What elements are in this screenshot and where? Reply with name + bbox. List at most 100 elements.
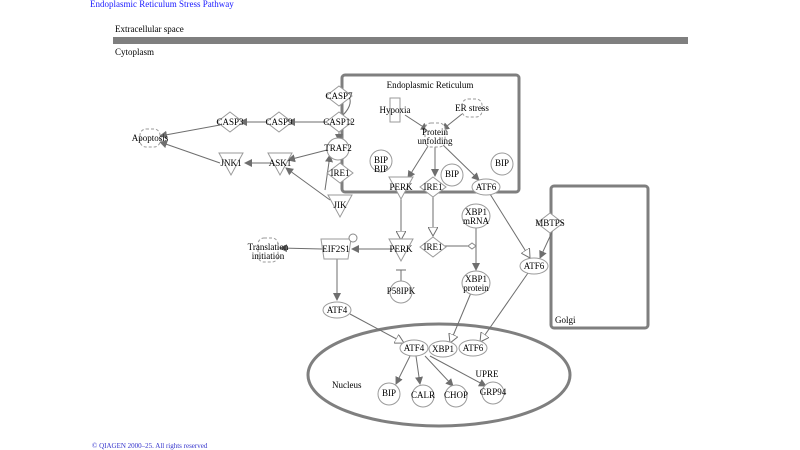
dia-shape [325,111,353,133]
pathway-title[interactable]: Endoplasmic Reticulum Stress Pathway [90,0,234,9]
edge-end [467,242,477,250]
node-calr[interactable]: CALR [411,384,435,408]
node-label: UPRE [475,369,499,379]
node-bip-nuc[interactable]: BIP [377,382,401,406]
node-atf4[interactable]: ATF4 [322,301,352,319]
node-label: CASP7 [325,91,353,101]
circ-shape [369,149,393,173]
node-label: JNK1 [220,158,241,168]
golgi-label: Golgi [555,315,576,325]
node-upre[interactable]: UPRE [475,369,499,379]
edge [450,287,474,343]
node-label: Translation [248,242,289,252]
node-atf6-golgi[interactable]: ATF6 [519,257,549,275]
node-label: Protein [422,127,448,137]
edge [404,114,429,131]
tri-shape [267,152,293,177]
node-label: XBP1 [432,344,454,354]
gear2-shape [424,122,446,148]
node-label: ER stress [455,103,489,113]
circ-shape [444,384,468,408]
node-label: unfolding [418,136,453,146]
tri-shape [388,238,414,263]
node-label: XBP1 [465,207,487,217]
node-grp94[interactable]: GRP94 [480,381,507,405]
node-label: TRAF2 [324,143,352,153]
node-casp12[interactable]: CASP12 [323,111,355,133]
circ-shape [389,280,413,304]
node-mbtps[interactable]: MBTPS [535,212,565,234]
edge [349,313,404,343]
cytoplasm-label: Cytoplasm [115,47,154,57]
gear-shape [139,128,161,148]
ell2-shape [461,203,491,229]
node-er-stress[interactable]: ER stress [455,98,489,118]
gear-shape [461,98,483,118]
tri-shape [388,176,414,201]
node-label: BIP [495,158,509,168]
node-perk-er[interactable]: PERK [388,176,414,201]
tri-shape [327,194,353,219]
node-label: ATF6 [476,182,497,192]
node-label: CASP9 [265,117,293,127]
edge [395,355,411,385]
node-label: initiation [252,251,285,261]
rect-shape [389,97,401,123]
node-label: ASK1 [269,158,292,168]
node-bip-2[interactable]: BIP [440,163,464,187]
node-label: BIP [374,155,388,165]
node-ire1[interactable]: IRE1 [419,236,447,258]
node-eif2s1[interactable]: EIF2S1 [320,238,352,260]
node-label: P58IPK [387,286,416,296]
node-atf6-nuc[interactable]: ATF6 [458,339,488,357]
edge [440,142,480,181]
edge [429,355,487,387]
ell-shape [399,339,429,357]
node-jnk1[interactable]: JNK1 [218,152,244,177]
node-label: IRE1 [331,168,350,178]
node-ire1-top[interactable]: IRE1 [326,162,354,184]
node-label: PERK [389,244,413,254]
node-perk[interactable]: PERK [388,238,414,263]
node-ask1[interactable]: ASK1 [267,152,293,177]
node-casp9[interactable]: CASP9 [265,111,293,133]
node-p58ipk[interactable]: P58IPK [387,280,416,304]
node-traf2[interactable]: TRAF2 [324,137,352,161]
hex-shape [320,238,352,260]
edge [407,142,431,179]
node-casp7[interactable]: CASP7 [325,85,353,107]
circ-shape [411,384,435,408]
edge [539,229,554,259]
dia-shape [325,85,353,107]
node-label: CALR [411,390,435,400]
node-ire1-er[interactable]: IRE1 [419,176,447,198]
node-label: CASP12 [323,117,355,127]
dia-shape [216,111,244,133]
node-apoptosis[interactable]: Apoptosis [132,128,169,148]
node-chop[interactable]: CHOP [444,384,468,408]
node-jik[interactable]: JIK [327,194,353,219]
node-label: EIF2S1 [322,244,350,254]
extracellular-label: Extracellular space [115,24,184,34]
circ-shape [490,152,514,176]
edge [424,355,454,387]
node-casp3[interactable]: CASP3 [216,111,244,133]
node-atf4-nuc[interactable]: ATF4 [399,339,429,357]
dia-shape [419,236,447,258]
node-atf6-er[interactable]: ATF6 [471,178,501,196]
circ-shape [377,382,401,406]
ell-shape [322,301,352,319]
node-xbp1-nuc[interactable]: XBP1 [428,340,458,358]
node-bip-3[interactable]: BIP [490,152,514,176]
node-label: XBP1 [465,274,487,284]
node-label: BIP [374,164,388,174]
dia-shape [326,162,354,184]
node-label: Hypoxia [380,105,411,115]
node-hypoxia[interactable]: Hypoxia [380,97,411,123]
